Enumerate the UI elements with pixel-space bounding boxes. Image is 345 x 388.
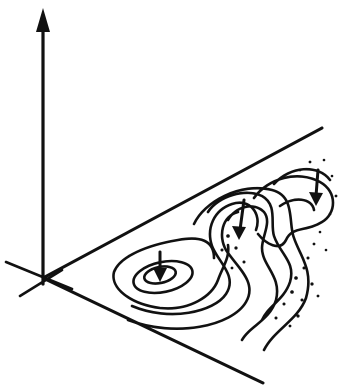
outer-contour-loop: [113, 239, 228, 309]
wedge-boundaries: [43, 128, 322, 383]
axes: [6, 8, 72, 296]
contour-lines: [113, 169, 333, 350]
middle-contour-ring: [131, 256, 196, 298]
arrow-right: [309, 170, 323, 206]
vertical-axis-arrowhead: [36, 8, 50, 32]
wedge-upper-edge: [43, 128, 322, 278]
right-band-3: [280, 200, 314, 210]
stipple-dots: [221, 159, 338, 328]
arrow-middle: [232, 200, 246, 240]
arrow-middle-head: [232, 226, 246, 240]
arrow-left-head: [153, 268, 167, 282]
